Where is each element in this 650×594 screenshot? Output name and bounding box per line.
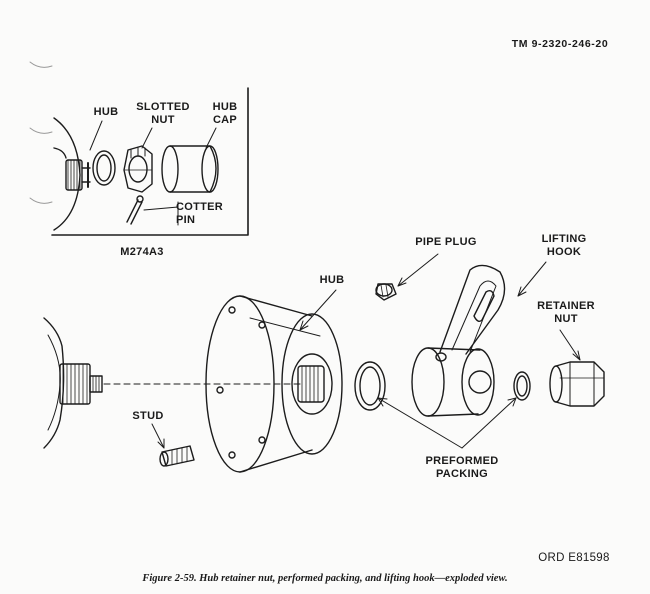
inset-frame <box>51 87 249 236</box>
retainer-nut-label: RETAINER NUT <box>537 300 595 325</box>
stud-label: STUD <box>132 410 164 422</box>
pipe-plug-label: PIPE PLUG <box>415 236 477 248</box>
hub-label: HUB <box>319 274 345 286</box>
spindle-graphic <box>43 317 103 449</box>
ord-code: ORD E81598 <box>538 552 610 564</box>
packing-ring-right <box>513 371 531 401</box>
inset-slotted-nut-label: SLOTTED NUT <box>136 101 190 126</box>
preformed-packing-label: PREFORMED PACKING <box>425 455 499 480</box>
inset-packing-ring <box>92 150 116 186</box>
stud-graphic <box>159 445 195 467</box>
inset-figure-code: M274A3 <box>120 246 164 258</box>
lifting-hook-label: LIFTING HOOK <box>541 233 587 258</box>
main-leaders <box>151 253 581 449</box>
figure-caption: Figure 2-59. Hub retainer nut, performed… <box>142 573 508 584</box>
inset-cotter-pin-label: COTTER PIN <box>176 201 224 226</box>
inset-leaders <box>89 120 217 226</box>
lifting-hook-graphic <box>411 264 506 417</box>
binder-marks <box>29 61 53 204</box>
inset-hub-cap <box>161 145 219 193</box>
retainer-nut-graphic <box>549 361 605 407</box>
packing-ring-left <box>354 361 386 411</box>
pipe-plug-graphic <box>375 283 397 301</box>
doc-number: TM 9-2320-246-20 <box>511 38 609 50</box>
inset-hub-cap-label: HUB CAP <box>212 101 238 126</box>
main-hub-graphic <box>205 295 343 473</box>
inset-hub-label: HUB <box>93 106 119 118</box>
inset-slotted-nut <box>123 145 153 193</box>
inset-hub-graphic <box>53 117 91 231</box>
inset-cotter-pin <box>126 195 144 225</box>
